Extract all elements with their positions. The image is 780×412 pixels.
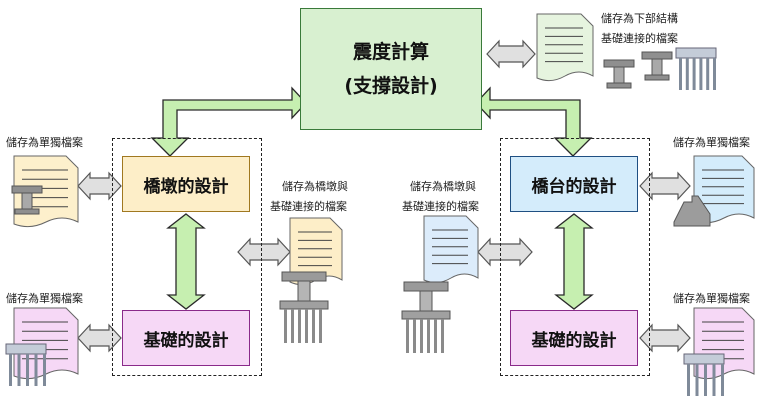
- abutment-group-border: [500, 138, 650, 376]
- pier-column: [419, 290, 433, 312]
- pier-column: [651, 58, 663, 76]
- pier-base: [14, 208, 40, 215]
- pier-link-label-1: 儲存為橋墩與: [282, 180, 348, 193]
- footing: [675, 47, 717, 59]
- pier-cap: [11, 185, 43, 194]
- abutment-design-box: 橋台的設計: [510, 156, 638, 212]
- pier-model-icon: [401, 281, 451, 353]
- footing: [401, 310, 451, 320]
- abutment-design-label: 橋台的設計: [531, 176, 617, 197]
- pile: [284, 309, 287, 343]
- arrow-abutment-foundation: [554, 213, 594, 310]
- left-top-label: 儲存為單獨檔案: [6, 136, 83, 149]
- pile: [441, 319, 444, 353]
- pier-design-box: 橋墩的設計: [122, 156, 250, 212]
- seismic-calc-box: 震度計算 (支撐設計): [300, 8, 482, 130]
- pile: [706, 58, 710, 90]
- pier-foundation-box: 基礎的設計: [122, 310, 250, 366]
- pier-model-icon: [603, 59, 635, 89]
- footing: [5, 343, 47, 355]
- arrow-left-top: [77, 171, 122, 201]
- pile: [17, 354, 21, 386]
- abutment-foundation-box: 基礎的設計: [510, 310, 638, 366]
- abutment-foundation-label: 基礎的設計: [531, 330, 617, 351]
- arrow-seismic-to-file: [486, 39, 536, 69]
- pile: [434, 319, 437, 353]
- pile: [699, 58, 703, 90]
- footing: [683, 353, 725, 365]
- pile: [679, 58, 682, 90]
- pile: [298, 309, 301, 343]
- arrow-left-bottom: [77, 323, 122, 353]
- seismic-calc-subtitle: (支撐設計): [344, 75, 438, 97]
- pier-column: [613, 66, 625, 84]
- pier-group-border: [112, 138, 262, 376]
- pier-cap: [641, 51, 673, 60]
- pile: [721, 364, 724, 396]
- pier-model-icon: [279, 271, 329, 343]
- pier-cap: [603, 59, 635, 68]
- pile: [291, 309, 294, 343]
- arrow-right-top: [639, 171, 691, 201]
- left-bottom-label: 儲存為單獨檔案: [6, 292, 83, 305]
- pier-model-icon: [11, 185, 43, 215]
- document-sheet: [13, 307, 79, 380]
- pile: [427, 319, 430, 353]
- pile: [695, 364, 699, 396]
- document-sheet: [536, 13, 594, 82]
- top-right-label-2: 基礎連接的檔案: [601, 32, 678, 45]
- pier-link-label-2: 基礎連接的檔案: [270, 200, 347, 213]
- abutment-body: [673, 195, 711, 227]
- pier-base: [606, 82, 632, 89]
- pier-cap: [281, 271, 327, 282]
- pile: [9, 354, 12, 386]
- abut-link-label-2: 基礎連接的檔案: [402, 200, 479, 213]
- foundation-model-icon: [5, 343, 47, 386]
- seismic-calc-title: 震度計算: [352, 41, 429, 63]
- pier-column: [297, 280, 311, 302]
- arrow-abut-link: [477, 237, 533, 267]
- pier-foundation-label: 基礎的設計: [143, 330, 229, 351]
- pile: [687, 364, 690, 396]
- pile: [713, 58, 716, 90]
- pile: [406, 319, 409, 353]
- arrow-pier-foundation: [166, 213, 206, 310]
- abutment-model-icon: [673, 195, 711, 227]
- abut-link-label-1: 儲存為橋墩與: [410, 180, 476, 193]
- right-bottom-label: 儲存為單獨檔案: [673, 292, 750, 305]
- pile: [420, 319, 423, 353]
- pile: [34, 354, 38, 386]
- pile: [26, 354, 29, 386]
- pile: [704, 364, 707, 396]
- arrow-right-bottom: [639, 323, 691, 353]
- document-sheet: [423, 215, 479, 284]
- pier-design-label: 橋墩的設計: [143, 176, 229, 197]
- top-right-label-1: 儲存為下部結構: [601, 12, 678, 25]
- document-icon-left-bottom: [13, 307, 79, 380]
- document-icon-right-top: [693, 155, 755, 224]
- pile: [43, 354, 46, 386]
- document-icon-abut-link: [423, 215, 479, 284]
- foundation-model-icon: [683, 353, 725, 396]
- document-icon-pier-link: [289, 217, 343, 286]
- pile: [692, 58, 696, 90]
- pile: [685, 58, 689, 90]
- pier-cap: [403, 281, 449, 292]
- pile: [413, 319, 416, 353]
- pile: [305, 309, 308, 343]
- document-icon-top-right: [536, 13, 594, 82]
- pier-column: [21, 192, 33, 210]
- footing: [279, 300, 329, 310]
- pier-base: [644, 74, 670, 81]
- foundation-model-icon: [675, 47, 717, 90]
- pile: [319, 309, 322, 343]
- right-top-label: 儲存為單獨檔案: [673, 136, 750, 149]
- pier-model-icon: [641, 51, 673, 81]
- pile: [312, 309, 315, 343]
- pile: [712, 364, 716, 396]
